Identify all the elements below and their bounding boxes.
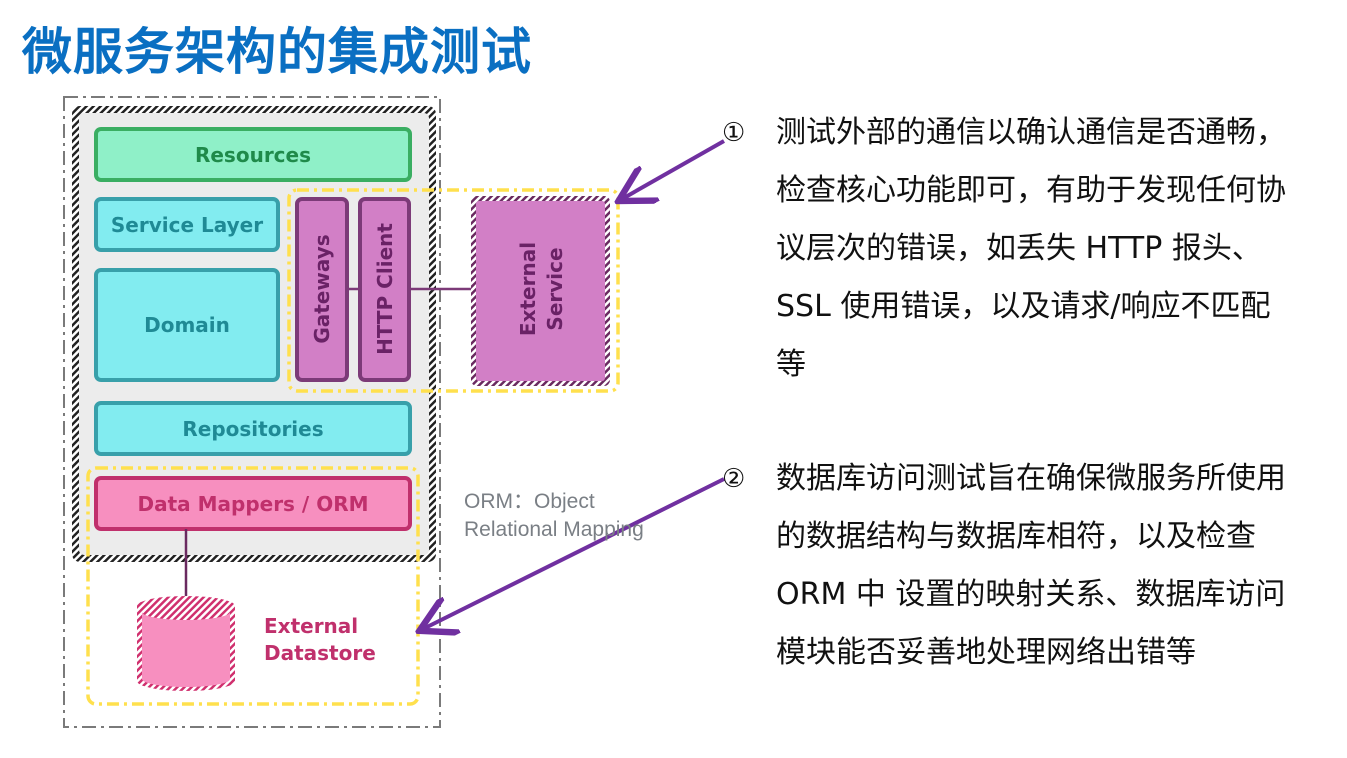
- point-1-line: 测试外部的通信以确认通信是否通畅，: [776, 115, 1286, 150]
- orm-note-line-1: ORM：Object: [464, 490, 595, 513]
- external-datastore-label-1: External: [264, 614, 358, 638]
- external-comm-highlight: [287, 188, 620, 393]
- point-2-line: 的数据结构与数据库相符，以及检查: [776, 519, 1256, 554]
- repositories-box: [94, 401, 412, 456]
- domain-box: [94, 268, 280, 382]
- slide-title: 微服务架构的集成测试: [22, 23, 532, 81]
- point-1-line: SSL 使用错误，以及请求/响应不匹配: [776, 289, 1271, 324]
- arrow-point-2: [423, 477, 725, 629]
- point-1-line: 检查核心功能即可，有助于发现任何协: [776, 173, 1286, 208]
- datastore-cylinder-icon: [137, 596, 235, 691]
- point-2-description: 数据库访问测试旨在确保微服务所使用 的数据结构与数据库相符，以及检查 ORM 中…: [776, 450, 1336, 682]
- data-mappers-label: Data Mappers / ORM: [137, 492, 368, 516]
- data-mappers-box: [94, 476, 412, 531]
- point-1-line: 议层次的错误，如丢失 HTTP 报头、: [776, 231, 1262, 266]
- point-1-line: 等: [776, 347, 806, 382]
- point-2-line: 模块能否妥善地处理网络出错等: [776, 635, 1196, 670]
- outer-boundary: [63, 96, 441, 728]
- point-1-marker: ①: [722, 118, 746, 148]
- domain-label: Domain: [144, 313, 230, 337]
- external-service-label-2: Service: [543, 247, 567, 330]
- datastore-highlight: [86, 466, 420, 706]
- resources-box: [94, 127, 412, 182]
- resources-label: Resources: [195, 143, 311, 167]
- external-datastore-label-2: Datastore: [264, 641, 376, 665]
- external-service-box: [476, 201, 605, 381]
- external-service-label-1: External: [516, 242, 540, 336]
- service-layer-label: Service Layer: [111, 213, 263, 237]
- gateways-label: Gateways: [310, 234, 334, 343]
- orm-note-line-2: Relational Mapping: [464, 518, 644, 541]
- point-2-line: ORM 中 设置的映射关系、数据库访问: [776, 577, 1286, 612]
- point-2-line: 数据库访问测试旨在确保微服务所使用: [776, 461, 1286, 496]
- orm-definition-note: ORM：Object Relational Mapping: [464, 488, 644, 544]
- service-layer-box: [94, 197, 280, 252]
- point-2-marker: ②: [722, 464, 746, 494]
- repositories-label: Repositories: [182, 417, 323, 441]
- arrow-point-1: [622, 139, 725, 199]
- http-client-label: HTTP Client: [373, 223, 397, 355]
- point-1-description: 测试外部的通信以确认通信是否通畅， 检查核心功能即可，有助于发现任何协 议层次的…: [776, 104, 1336, 394]
